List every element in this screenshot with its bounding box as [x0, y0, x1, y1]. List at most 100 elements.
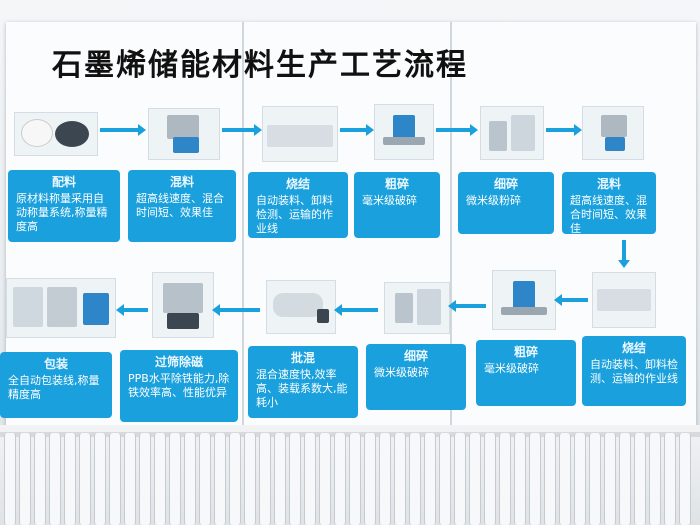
radiator-rib	[139, 433, 151, 525]
flow-arrow-down	[618, 240, 630, 268]
flow-arrow	[340, 124, 374, 136]
radiator-rib	[19, 433, 31, 525]
radiator-rib	[304, 433, 316, 525]
flow-arrow	[222, 124, 262, 136]
radiator-rib	[589, 433, 601, 525]
step-batch-mixing: 批混 混合速度快,效率高、装载系数大,能耗小	[248, 346, 358, 418]
radiator-rib	[79, 433, 91, 525]
radiator-rib	[394, 433, 406, 525]
step-heading: 过筛除磁	[154, 355, 203, 369]
mixer-photo	[148, 108, 220, 160]
step-heading: 粗碎	[513, 345, 538, 359]
radiator-rib	[529, 433, 541, 525]
radiator-rib	[649, 433, 661, 525]
step-coarse-crushing-2: 粗碎 毫米级破碎	[476, 340, 576, 406]
step-description: 微米级破碎	[374, 366, 429, 379]
step-description: 全自动包装线,称量精度高	[8, 374, 100, 401]
radiator-rib	[49, 433, 61, 525]
radiator-rib	[664, 433, 676, 525]
step-sieving-demagnetizing: 过筛除磁 PPB水平除铁能力,除铁效率高、性能优异	[120, 350, 238, 422]
step-mixing-2: 混料 超高线速度、混合时间短、效果佳	[562, 172, 656, 235]
radiator-rib	[169, 433, 181, 525]
radiator-rib	[124, 433, 136, 525]
radiator-rib	[559, 433, 571, 525]
radiator-rib	[154, 433, 166, 525]
flow-arrow	[554, 294, 588, 306]
radiator-rib	[439, 433, 451, 525]
radiator-rib	[229, 433, 241, 525]
radiator-rib	[334, 433, 346, 525]
radiator-rib	[679, 433, 691, 525]
radiator-rib	[499, 433, 511, 525]
flow-arrow	[116, 304, 148, 316]
step-sintering-2: 烧结 自动装料、卸料检测、运输的作业线	[582, 336, 686, 406]
step-heading: 细碎	[493, 177, 518, 191]
flow-arrow	[212, 304, 260, 316]
step-heading: 混料	[169, 175, 194, 189]
radiator-rib	[469, 433, 481, 525]
step-heading: 配料	[51, 175, 76, 189]
radiator-rib	[199, 433, 211, 525]
radiator-rib	[514, 433, 526, 525]
packaging-line-photo	[6, 278, 116, 338]
poster-title: 石墨烯储能材料生产工艺流程	[52, 48, 468, 83]
coarse-crusher-photo	[374, 104, 434, 160]
step-description: 自动装料、卸料检测、运输的作业线	[256, 194, 333, 235]
step-heading: 批混	[290, 351, 315, 365]
fine-crusher-photo-2	[384, 282, 450, 334]
raw-material-photo	[14, 112, 98, 156]
step-heading: 粗碎	[384, 177, 409, 191]
flow-arrow	[546, 124, 582, 136]
step-heading: 细碎	[403, 349, 428, 363]
step-fine-crushing: 细碎 微米级粉碎	[458, 172, 554, 234]
step-description: 混合速度快,效率高、装载系数大,能耗小	[256, 368, 348, 409]
radiator-rib	[319, 433, 331, 525]
flow-arrow	[334, 304, 378, 316]
radiator-rib	[544, 433, 556, 525]
sintering-line-photo	[262, 106, 338, 162]
mixer-photo-2	[582, 106, 644, 160]
radiator-rib	[259, 433, 271, 525]
radiator-rib	[244, 433, 256, 525]
radiator-rib	[274, 433, 286, 525]
radiator-rib	[34, 433, 46, 525]
step-description: 微米级粉碎	[466, 194, 521, 207]
step-fine-crushing-2: 细碎 微米级破碎	[366, 344, 466, 410]
step-description: 超高线速度、混合时间短、效果佳	[136, 192, 224, 219]
coarse-crusher-photo-2	[492, 270, 556, 330]
radiator-rib	[4, 433, 16, 525]
radiator-rib	[289, 433, 301, 525]
flow-arrow	[436, 124, 478, 136]
step-heading: 烧结	[285, 177, 310, 191]
step-description: 毫米级破碎	[484, 362, 539, 375]
radiator-rib	[604, 433, 616, 525]
radiator-rib	[184, 433, 196, 525]
step-mixing: 混料 超高线速度、混合时间短、效果佳	[128, 170, 236, 242]
radiator-rib	[64, 433, 76, 525]
sintering-line-photo-2	[592, 272, 656, 328]
radiator-rib	[619, 433, 631, 525]
radiator-rib	[574, 433, 586, 525]
radiator-rib	[214, 433, 226, 525]
radiator-rib	[454, 433, 466, 525]
poster-seam	[450, 22, 452, 442]
batch-mixer-photo	[266, 280, 336, 334]
step-heading: 烧结	[621, 341, 646, 355]
flow-arrow	[448, 300, 486, 312]
step-heading: 包装	[43, 357, 68, 371]
flow-arrow	[100, 124, 146, 136]
fine-grinder-photo	[480, 106, 544, 160]
step-description: 原材料称量采用自动称量系统,称量精度高	[16, 192, 108, 233]
radiator-rib	[409, 433, 421, 525]
step-description: 毫米级破碎	[362, 194, 417, 207]
step-heading: 混料	[596, 177, 621, 191]
radiator-rib	[364, 433, 376, 525]
radiator-rib	[349, 433, 361, 525]
radiator-rib	[634, 433, 646, 525]
radiator-rib	[484, 433, 496, 525]
step-coarse-crushing: 粗碎 毫米级破碎	[354, 172, 440, 238]
step-description: PPB水平除铁能力,除铁效率高、性能优异	[128, 372, 230, 399]
radiator-rib	[94, 433, 106, 525]
step-sintering: 烧结 自动装料、卸料检测、运输的作业线	[248, 172, 348, 238]
sieving-demagnetizing-photo	[152, 272, 214, 338]
